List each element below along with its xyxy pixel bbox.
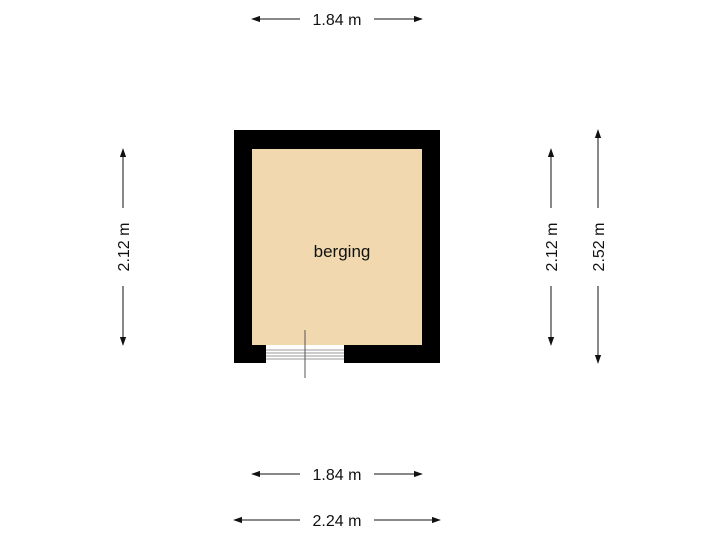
dimension-label-right-outer: 2.52 m bbox=[591, 223, 608, 272]
dimension-label-bottom-inner: 1.84 m bbox=[313, 467, 362, 484]
dimension-label-left: 2.12 m bbox=[116, 223, 133, 272]
dimension-bottom-inner: 1.84 m bbox=[251, 467, 423, 484]
room-label: berging bbox=[314, 242, 371, 261]
door-opening[interactable] bbox=[266, 330, 344, 378]
dimension-right-inner: 2.12 m bbox=[544, 148, 561, 346]
dimension-bottom-outer: 2.24 m bbox=[233, 513, 441, 530]
room-floor-berging[interactable] bbox=[252, 149, 422, 345]
dimension-label-right-inner: 2.12 m bbox=[544, 223, 561, 272]
dimension-label-bottom-outer: 2.24 m bbox=[313, 513, 362, 530]
dimension-label-top: 1.84 m bbox=[313, 12, 362, 29]
dimension-left: 2.12 m bbox=[116, 148, 133, 346]
dimension-right-outer: 2.52 m bbox=[591, 129, 608, 364]
dimension-top: 1.84 m bbox=[251, 12, 423, 29]
